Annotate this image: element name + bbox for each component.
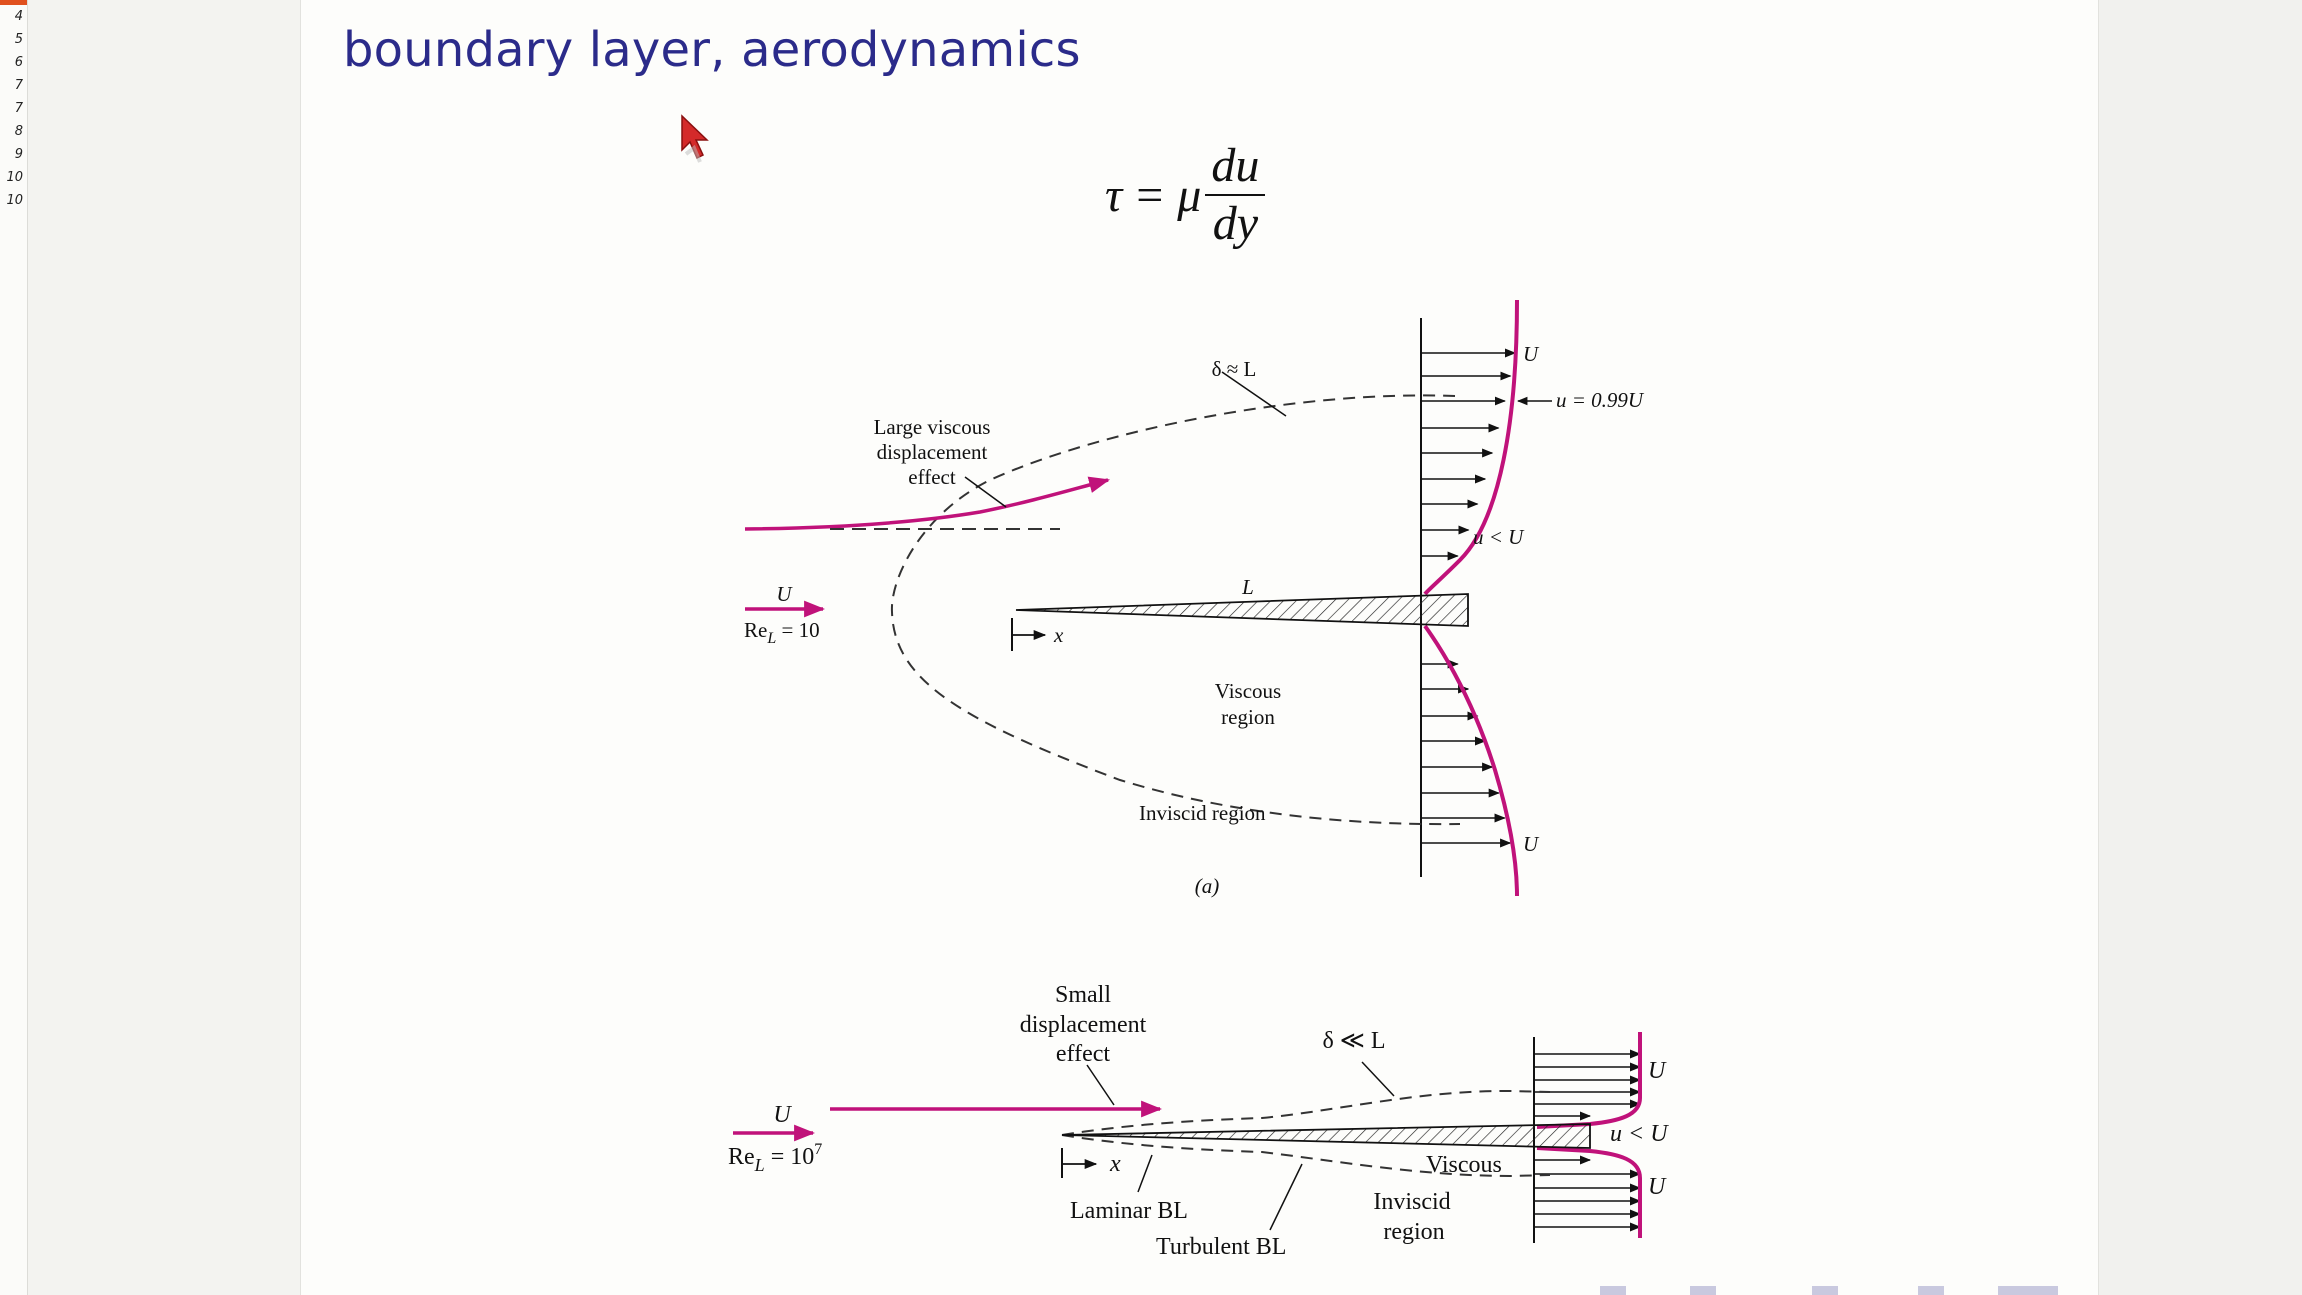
freestream-u-a: U bbox=[776, 582, 793, 606]
delta-ll-label: δ ≪ L bbox=[1322, 1028, 1385, 1054]
nav-frame-icon[interactable] bbox=[1918, 1286, 1944, 1295]
inviscid-region-line-2: region bbox=[1383, 1219, 1444, 1245]
velocity-profile-lower-b bbox=[1536, 1146, 1642, 1238]
velocity-profile-upper bbox=[1423, 299, 1519, 596]
line-number-gutter: 4 5 6 7 7 8 9 10 10 bbox=[0, 0, 28, 1295]
line-number: 5 bbox=[14, 32, 23, 47]
u-bottom-label: U bbox=[1523, 832, 1540, 856]
velocity-arrows-lower bbox=[1421, 659, 1512, 848]
viscous-label-b: Viscous bbox=[1426, 1152, 1502, 1178]
line-number: 6 bbox=[14, 55, 23, 70]
line-number: 8 bbox=[14, 124, 23, 139]
slide-navigation-bar[interactable] bbox=[1600, 1286, 2100, 1295]
u-top-label-b: U bbox=[1648, 1058, 1667, 1084]
lower-bl-edge-dashed bbox=[1061, 1134, 1551, 1178]
line-number: 10 bbox=[6, 170, 23, 185]
nav-subsection-icon[interactable] bbox=[1812, 1286, 1838, 1295]
x-label-a: x bbox=[1053, 623, 1064, 647]
flat-plate-b bbox=[1061, 1123, 1591, 1149]
streamline-displaced bbox=[744, 476, 1111, 531]
large-viscous-line-1: Large viscous bbox=[874, 415, 991, 439]
viscous-region-line-2: region bbox=[1221, 705, 1275, 729]
line-number: 7 bbox=[14, 101, 23, 116]
flat-plate bbox=[1015, 593, 1469, 627]
displacement-leader-line bbox=[964, 476, 1007, 508]
upper-bl-edge-dashed bbox=[1061, 1089, 1551, 1136]
shear-stress-formula: τ = μ du dy bbox=[1105, 140, 1266, 250]
line-number: 9 bbox=[14, 147, 23, 162]
delta-leader-line bbox=[1221, 371, 1287, 417]
delta-approx-label: δ ≈ L bbox=[1212, 357, 1257, 381]
small-disp-line-2: displacement bbox=[1020, 1012, 1147, 1038]
gutter-accent-bar bbox=[0, 0, 27, 5]
figure-a-caption: (a) bbox=[1195, 874, 1220, 898]
velocity-arrows-upper bbox=[1421, 348, 1517, 561]
u-099-label: u = 0.99U bbox=[1556, 388, 1645, 412]
nav-section-icon[interactable] bbox=[1690, 1286, 1716, 1295]
figure-b: Small displacement effect δ ≪ L U u < U … bbox=[728, 982, 1669, 1260]
line-number: 4 bbox=[14, 9, 23, 24]
small-displacement-leader bbox=[1086, 1064, 1115, 1106]
slide-title: boundary layer, aerodynamics bbox=[343, 22, 1081, 78]
large-viscous-line-3: effect bbox=[908, 465, 956, 489]
boundary-layer-edge-dashed bbox=[890, 394, 1461, 826]
line-number: 10 bbox=[6, 193, 23, 208]
laminar-leader bbox=[1137, 1154, 1153, 1193]
reynolds-a: ReL = 10 bbox=[744, 618, 820, 647]
plate-length-label: L bbox=[1241, 575, 1254, 599]
formula-denominator: dy bbox=[1212, 197, 1259, 250]
velocity-arrows-lower-b bbox=[1534, 1155, 1642, 1232]
laminar-bl-label: Laminar BL bbox=[1070, 1198, 1188, 1224]
editor-background bbox=[28, 0, 300, 1295]
u-top-label: U bbox=[1523, 342, 1540, 366]
small-disp-line-3: effect bbox=[1056, 1041, 1111, 1067]
mouse-pointer-icon bbox=[681, 114, 709, 163]
formula-fraction: du dy bbox=[1205, 140, 1266, 250]
nav-prev-icon[interactable] bbox=[1600, 1286, 1626, 1295]
turbulent-leader bbox=[1269, 1163, 1303, 1231]
viscous-region-line-1: Viscous bbox=[1215, 679, 1281, 703]
slide-canvas bbox=[300, 0, 2099, 1295]
formula-tau: τ bbox=[1105, 168, 1123, 222]
freestream-u-b: U bbox=[773, 1102, 792, 1128]
line-number: 7 bbox=[14, 78, 23, 93]
velocity-profile-lower bbox=[1423, 624, 1519, 897]
velocity-profile-upper-b bbox=[1536, 1032, 1642, 1129]
formula-numerator: du bbox=[1205, 140, 1266, 196]
large-viscous-line-2: displacement bbox=[877, 440, 988, 464]
u-lt-label: u < U bbox=[1473, 525, 1525, 549]
formula-mu: μ bbox=[1177, 168, 1202, 222]
u-bottom-label-b: U bbox=[1648, 1174, 1667, 1200]
u-lt-label-b: u < U bbox=[1610, 1121, 1669, 1147]
x-label-b: x bbox=[1109, 1151, 1121, 1177]
delta-b-leader bbox=[1361, 1061, 1395, 1097]
reynolds-b: ReL = 107 bbox=[728, 1141, 822, 1175]
figure-a: δ ≈ L U u = 0.99U u < U U Large viscous … bbox=[744, 299, 1645, 898]
nav-search-icon[interactable] bbox=[1998, 1286, 2058, 1295]
small-disp-line-1: Small bbox=[1055, 982, 1111, 1008]
inviscid-region-line-1: Inviscid bbox=[1373, 1189, 1450, 1215]
velocity-arrows-upper-b bbox=[1534, 1049, 1642, 1121]
turbulent-bl-label: Turbulent BL bbox=[1156, 1234, 1286, 1260]
formula-equals: = bbox=[1136, 168, 1164, 222]
inviscid-region-label-a: Inviscid region bbox=[1139, 801, 1266, 825]
